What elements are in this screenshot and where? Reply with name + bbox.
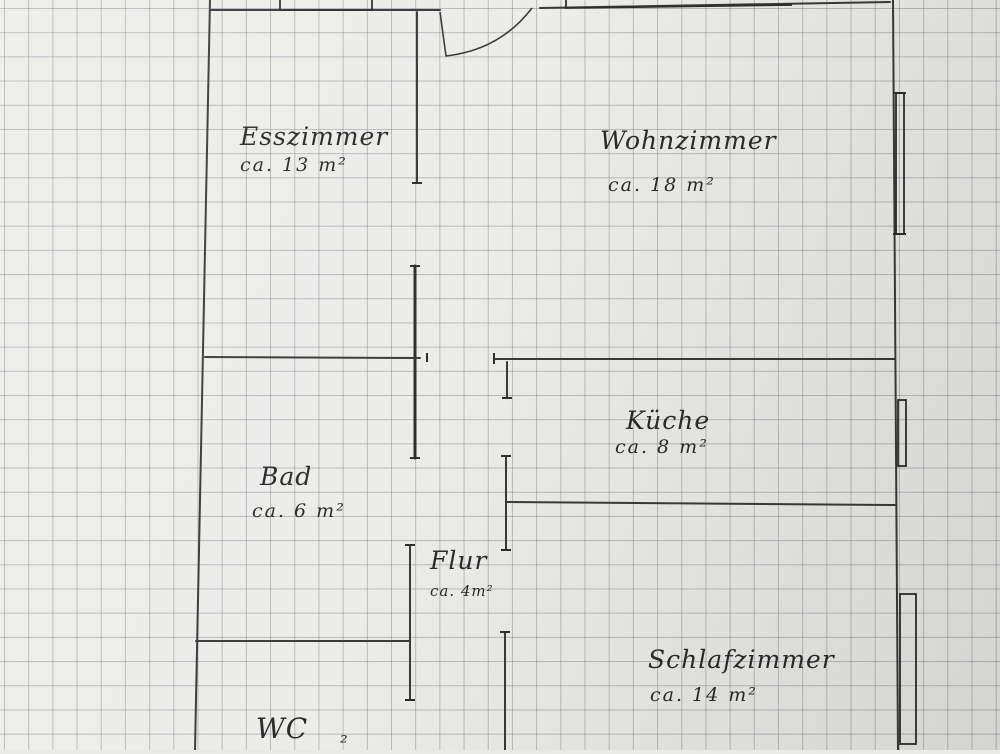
room-area-esszimmer: ca. 13 m² bbox=[240, 154, 348, 176]
top-window-left bbox=[279, 0, 373, 11]
room-label-wc: WC bbox=[256, 712, 309, 745]
entrance-door bbox=[439, 7, 533, 57]
top-window-right bbox=[565, 0, 793, 9]
kitchen-window bbox=[897, 399, 907, 467]
room-area-wc: ² bbox=[340, 732, 350, 754]
room-area-bad: ca. 6 m² bbox=[252, 500, 346, 522]
room-label-kueche: Küche bbox=[626, 406, 711, 435]
room-label-schlafzimmer: Schlafzimmer bbox=[648, 645, 835, 674]
room-label-esszimmer: Esszimmer bbox=[240, 122, 389, 151]
living-room-window bbox=[895, 92, 905, 235]
room-area-kueche: ca. 8 m² bbox=[615, 436, 709, 458]
kitchen-bedroom-wall bbox=[505, 501, 897, 506]
room-label-wohnzimmer: Wohnzimmer bbox=[600, 126, 777, 155]
dining-bath-wall bbox=[204, 356, 421, 359]
right-outer-wall bbox=[892, 0, 899, 750]
left-outer-wall bbox=[194, 0, 211, 750]
room-area-wohnzimmer: ca. 18 m² bbox=[608, 174, 716, 196]
room-label-flur: Flur bbox=[430, 546, 488, 575]
bedroom-window bbox=[899, 593, 917, 745]
room-area-schlafzimmer: ca. 14 m² bbox=[650, 684, 758, 706]
room-label-bad: Bad bbox=[260, 462, 313, 491]
room-area-flur: ca. 4m² bbox=[430, 582, 494, 600]
